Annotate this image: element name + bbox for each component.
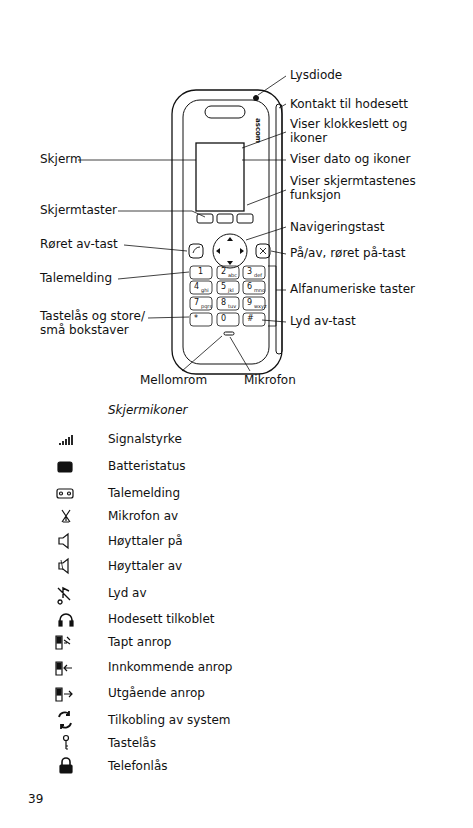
key-legend: 9 bbox=[247, 298, 252, 307]
icon-label: Mikrofon av bbox=[108, 509, 178, 523]
key-legend: * bbox=[194, 314, 198, 323]
icon-label: Høyttaler av bbox=[108, 559, 182, 573]
key-legend: 4 bbox=[194, 282, 199, 291]
key-legend: 2 bbox=[221, 267, 226, 276]
key-legend: abc bbox=[228, 272, 237, 278]
key-legend: 5 bbox=[221, 282, 226, 291]
icon-label: Batteristatus bbox=[108, 459, 186, 473]
icon-label: Hodesett tilkoblet bbox=[108, 612, 215, 626]
key-legend: jkl bbox=[228, 287, 234, 293]
key-legend: wxyz bbox=[254, 303, 267, 309]
key-legend: mno bbox=[254, 287, 265, 293]
icon-label: Utgående anrop bbox=[108, 686, 205, 700]
callout-label: Viser klokkeslett og ikoner bbox=[290, 117, 422, 145]
callout-label: Navigeringstast bbox=[290, 220, 385, 234]
callout-label: Mikrofon bbox=[244, 373, 296, 387]
icon-label: Innkommende anrop bbox=[108, 660, 232, 674]
callout-label: Lyd av-tast bbox=[290, 314, 356, 328]
brand-logo: ascom bbox=[254, 118, 262, 143]
key-legend: 3 bbox=[247, 267, 252, 276]
key-legend: 6 bbox=[247, 282, 252, 291]
callout-label: Kontakt til hodesett bbox=[290, 97, 408, 111]
icon-label: Tapt anrop bbox=[108, 635, 171, 649]
key-legend: ghi bbox=[201, 287, 209, 293]
callout-label: Mellomrom bbox=[140, 373, 207, 387]
icon-label: Telefonlås bbox=[108, 759, 168, 773]
icon-label: Talemelding bbox=[108, 486, 180, 500]
key-legend: 0 bbox=[221, 314, 226, 323]
callout-label: Viser skjermtastenes funksjon bbox=[290, 174, 422, 202]
icon-label: Høyttaler på bbox=[108, 534, 183, 548]
key-legend: tuv bbox=[228, 303, 236, 309]
callout-label: Alfanumeriske taster bbox=[290, 282, 415, 296]
key-legend: # bbox=[247, 314, 254, 323]
callout-label: Skjermtaster bbox=[40, 203, 117, 217]
callout-label: Lysdiode bbox=[290, 68, 342, 82]
callout-label: Skjerm bbox=[40, 152, 82, 166]
icon-label: Tilkobling av system bbox=[108, 713, 230, 727]
callout-label: Røret av-tast bbox=[40, 237, 118, 251]
callout-label: Talemelding bbox=[40, 271, 112, 285]
section-heading: Skjermikoner bbox=[108, 404, 187, 417]
callout-label: På/av, røret på-tast bbox=[290, 246, 405, 260]
key-legend: 7 bbox=[194, 298, 199, 307]
page-number: 39 bbox=[28, 792, 43, 806]
icon-label: Tastelås bbox=[108, 736, 156, 750]
icon-label: Lyd av bbox=[108, 586, 147, 600]
key-legend: def bbox=[254, 272, 262, 278]
icon-label: Signalstyrke bbox=[108, 432, 182, 446]
key-legend: 1 bbox=[198, 267, 203, 276]
key-legend: 8 bbox=[221, 298, 226, 307]
callout-label: Viser dato og ikoner bbox=[290, 152, 410, 166]
key-legend: pqrs bbox=[201, 303, 212, 309]
callout-label: Tastelås og store/ små bokstaver bbox=[40, 309, 152, 337]
